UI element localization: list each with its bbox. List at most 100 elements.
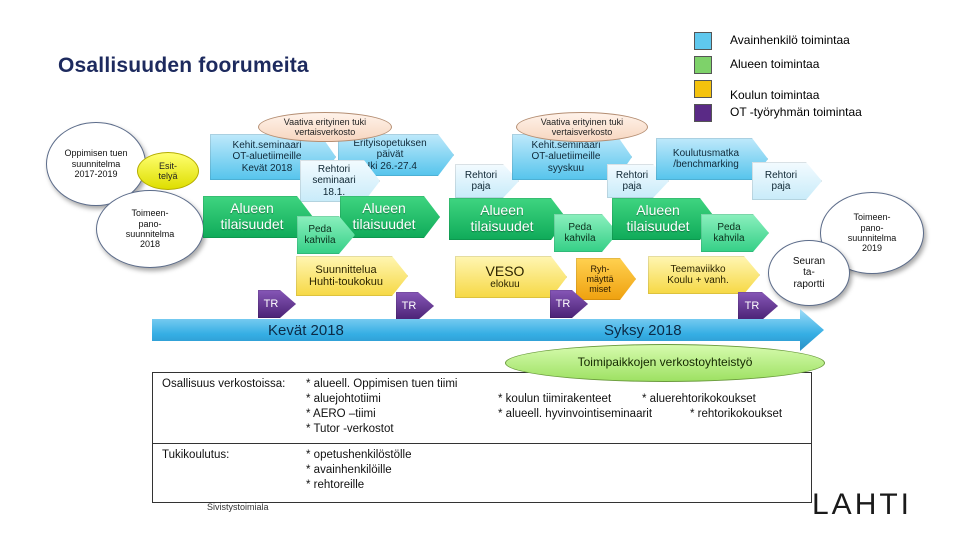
arrow-text: Alueen tilaisuudet	[220, 201, 283, 232]
arrow-line: OT-aluetiimeille	[531, 151, 601, 163]
arrow-line: Alueen	[636, 202, 680, 219]
arrow-line: Koulu + vanh.	[667, 275, 729, 286]
tr-label: TR	[744, 299, 760, 312]
arrow-line: Alueen	[230, 200, 274, 217]
seurantaraportti-ellipse: Seuran ta-raportti	[768, 240, 850, 306]
networks-label: Osallisuus verkostoissa:	[162, 378, 286, 390]
timeline-label-spring: Kevät 2018	[268, 322, 344, 339]
network-item: * alueell. hyvinvointiseminaarit	[498, 408, 653, 420]
arrow-text: Rehtori paja	[765, 170, 797, 192]
alueen-tilaisuudet-3-arrow: Alueen tilaisuudet	[449, 198, 567, 240]
tr-label: TR	[555, 297, 571, 310]
legend-swatch-green	[694, 56, 712, 74]
arrow-text: Alueen tilaisuudet	[470, 203, 533, 234]
vaativa-tuki-ellipse-2: Vaativa erityinen tuki vertaisverkosto	[516, 112, 648, 142]
arrow-line: Rehtori	[464, 169, 498, 181]
arrow-line: Rehtori	[615, 169, 649, 181]
page-title: Osallisuuden foorumeita	[58, 54, 309, 77]
arrow-text: Peda kahvila	[304, 224, 335, 246]
koulutusmatka-arrow: Koulutusmatka /benchmarking	[656, 138, 768, 180]
timeline-label-autumn: Syksy 2018	[604, 322, 682, 339]
teemaviikko-arrow: Teemaviikko Koulu + vanh.	[648, 256, 760, 294]
tr-label: TR	[263, 297, 279, 310]
network-item: * AERO –tiimi	[306, 408, 376, 420]
legend-label: Avainhenkilö toimintaa	[730, 33, 850, 47]
network-item: * aluejohtotiimi	[306, 393, 381, 405]
rehtori-paja-1-arrow: Rehtori paja	[455, 164, 519, 198]
arrow-text: Kehit.seminaari OT-aluetiimeille Kevät 2…	[233, 140, 302, 174]
arrow-text: Rehtori paja	[465, 170, 497, 192]
arrow-line: Suunnittelua	[315, 263, 377, 276]
arrow-line: miset	[589, 284, 611, 295]
arrow-line: kahvila	[304, 235, 336, 246]
arrow-text: Koulutusmatka /benchmarking	[673, 148, 739, 170]
arrow-text: Ryh- mäyttä miset	[586, 264, 613, 294]
arrow-line: Kevät 2018	[241, 162, 293, 174]
arrow-line: tilaisuudet	[470, 218, 534, 234]
arrow-line: paja	[471, 181, 491, 192]
peda-kahvila-3-arrow: Peda kahvila	[701, 214, 769, 252]
legend-label: Alueen toimintaa	[730, 57, 820, 71]
legend-swatch-purple	[694, 104, 712, 122]
arrow-line: Rehtori	[317, 164, 351, 176]
arrow-text: Alueen tilaisuudet	[626, 203, 689, 234]
vaativa-tuki-ellipse-1: Vaativa erityinen tuki vertaisverkosto	[258, 112, 392, 142]
training-box	[152, 443, 812, 503]
arrow-line: Peda	[568, 221, 592, 233]
verkostoyhteistyo-ellipse: Toimipaikkojen verkostoyhteistyö	[505, 344, 825, 382]
arrow-line: tilaisuudet	[220, 216, 284, 232]
esittely-ellipse: Esit-telyä	[137, 152, 199, 190]
legend-swatch-yellow	[694, 80, 712, 98]
rehtori-paja-3-arrow: Rehtori paja	[752, 162, 822, 200]
arrow-line: Huhti-toukokuu	[309, 276, 383, 288]
arrow-line: Rehtori	[764, 169, 798, 181]
ellipse-text: Toimeen-pano-suunnitelma 2018	[125, 208, 175, 250]
legend-label: Koulun toimintaa	[730, 88, 820, 102]
arrow-line: tilaisuudet	[626, 218, 690, 234]
toimeenpano-2018-ellipse: Toimeen-pano-suunnitelma 2018	[96, 190, 204, 268]
arrow-line: kahvila	[713, 233, 745, 244]
arrow-line: Alueen	[480, 202, 524, 219]
arrow-text: Kehit.seminaari OT-aluetiimeille syyskuu	[532, 140, 601, 174]
ellipse-text: Vaativa erityinen tuki vertaisverkosto	[283, 116, 367, 137]
ellipse-text: Vaativa erityinen tuki vertaisverkosto	[540, 116, 624, 137]
legend-swatch-blue	[694, 32, 712, 50]
arrow-line: Alueen	[362, 200, 406, 217]
arrow-line: Kehit.seminaari	[232, 140, 302, 152]
arrow-line: Hki 26.-27.4	[363, 160, 417, 172]
network-item: * rehtorikokoukset	[690, 408, 783, 420]
arrow-line: seminaari	[312, 175, 356, 187]
arrow-line: Erityisopetuksen	[353, 138, 427, 150]
arrow-line: elokuu	[490, 279, 520, 291]
arrow-text: Rehtori seminaari 18.1.	[312, 164, 355, 198]
arrow-line: paja	[771, 181, 791, 192]
tr-marker-2: TR	[396, 292, 434, 320]
arrow-line: tilaisuudet	[352, 216, 416, 232]
arrow-line: syyskuu	[547, 162, 585, 174]
arrow-line: 18.1.	[322, 186, 346, 198]
alueen-tilaisuudet-1-arrow: Alueen tilaisuudet	[203, 196, 313, 238]
arrow-line: /benchmarking	[673, 159, 739, 170]
ellipse-text: Toimeen-pano-suunnitelma 2019	[847, 212, 897, 254]
arrow-line: Koulutusmatka	[672, 147, 740, 159]
legend-label: OT -työryhmän toimintaa	[730, 105, 862, 119]
footer-organization: Sivistystoimiala	[207, 502, 269, 512]
veso-arrow: VESO elokuu	[455, 256, 567, 298]
ryhmayttamiset-arrow: Ryh- mäyttä miset	[576, 258, 636, 300]
peda-kahvila-2-arrow: Peda kahvila	[554, 214, 618, 252]
arrow-text: Rehtori paja	[616, 170, 648, 192]
network-item: * Tutor -verkostot	[306, 423, 394, 435]
arrow-text: Peda kahvila	[713, 222, 744, 244]
arrow-line: Ryh-	[590, 263, 610, 274]
tr-marker-4: TR	[738, 292, 778, 320]
lahti-logo: LAHTI	[812, 488, 913, 521]
arrow-line: mäyttä	[586, 273, 614, 284]
ellipse-text: Seuran ta-raportti	[792, 255, 826, 290]
ellipse-text: Esit-telyä	[158, 160, 178, 181]
network-item: * koulun tiimirakenteet	[498, 393, 612, 405]
arrow-line: VESO	[485, 262, 525, 279]
networks-box	[152, 372, 812, 444]
network-item: * alueell. Oppimisen tuen tiimi	[306, 378, 458, 390]
arrow-text: Suunnittelua Huhti-toukokuu	[309, 264, 383, 289]
